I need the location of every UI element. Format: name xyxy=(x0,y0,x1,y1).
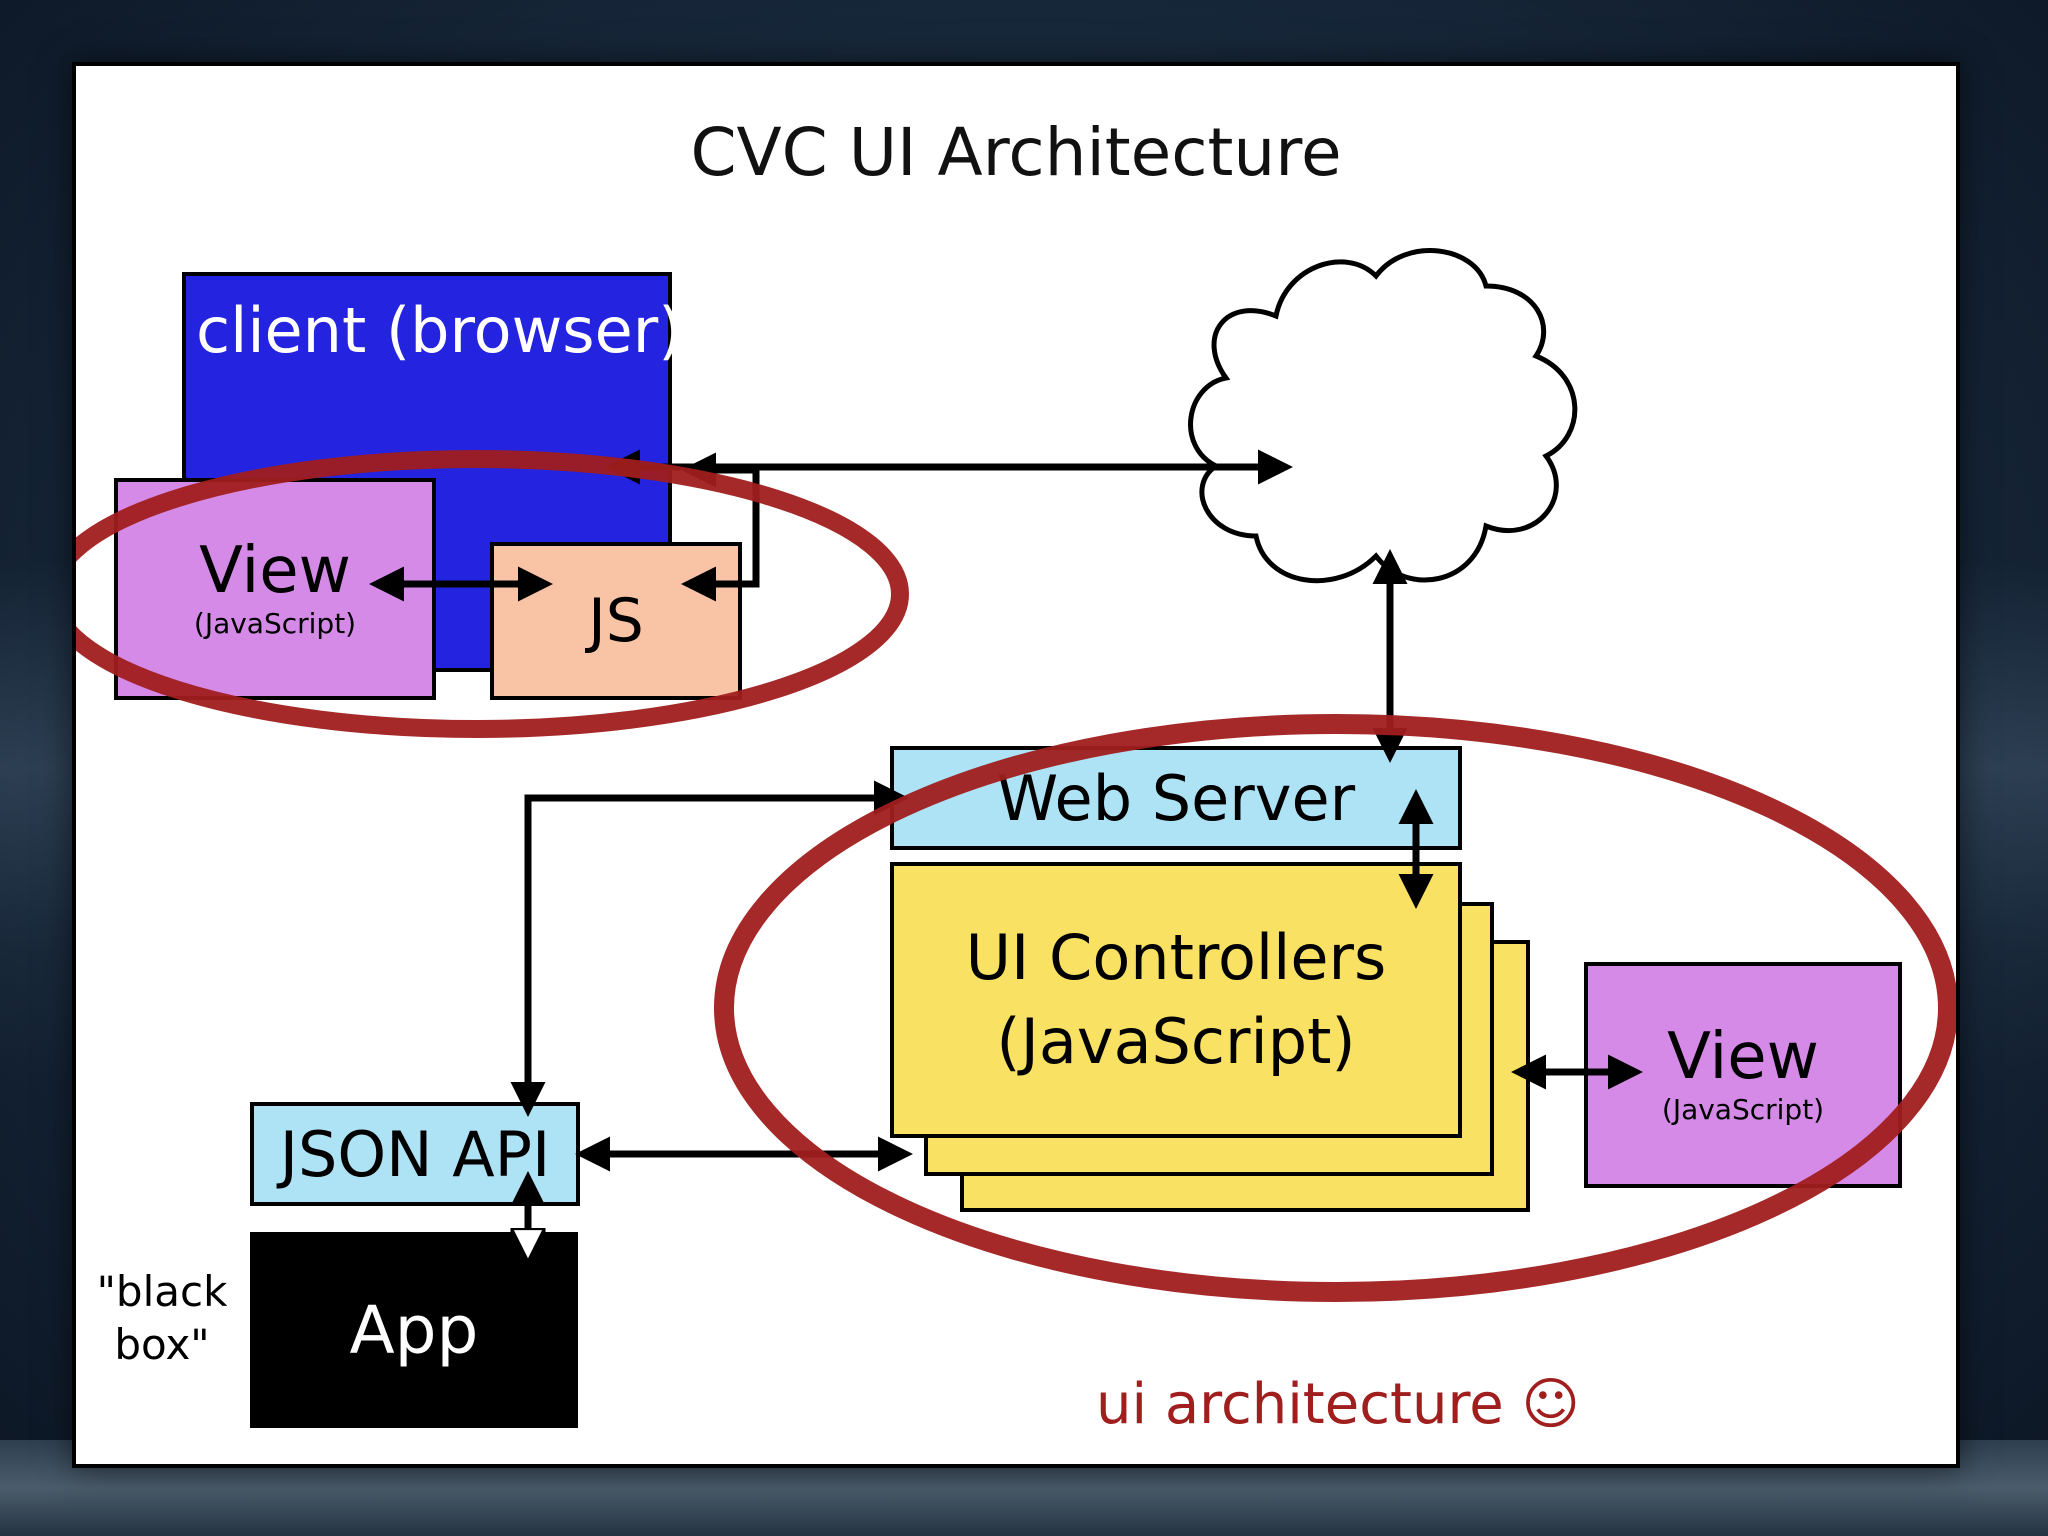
black-box-label: "black box" xyxy=(97,1266,228,1371)
js-to-web-connector xyxy=(681,452,760,602)
caption-ui-architecture: ui architecture ☺ xyxy=(1096,1372,1580,1437)
app-box: App xyxy=(250,1232,578,1428)
diagram-title: CVC UI Architecture xyxy=(690,114,1342,191)
view-left-sub: (JavaScript) xyxy=(193,606,357,640)
ui-controllers-line1: UI Controllers xyxy=(965,921,1387,995)
highlight-ellipse-client xyxy=(76,450,909,738)
js-label: JS xyxy=(588,586,644,656)
highlight-ellipse-server xyxy=(714,714,1956,1302)
black-box-line1: "black xyxy=(96,1267,228,1316)
json-api-label: JSON API xyxy=(279,1117,551,1191)
web-server-label: Web Server xyxy=(996,761,1356,835)
diagram-connectors xyxy=(76,248,1956,1302)
view-left-label: View xyxy=(199,533,351,608)
web-cloud xyxy=(1188,248,1578,584)
webserver-jsonapi-connector xyxy=(510,780,909,1117)
view-right-sub: (JavaScript) xyxy=(1661,1092,1825,1126)
ui-controllers-line2: (JavaScript) xyxy=(996,1005,1356,1078)
view-right-label: View xyxy=(1667,1019,1819,1094)
black-box-line2: box" xyxy=(114,1319,210,1369)
diagram-slide: CVC UI Architecture client (browser) Vie… xyxy=(72,62,1960,1468)
client-browser-label: client (browser) xyxy=(196,294,683,367)
ui-controllers-box: UI Controllers (JavaScript) xyxy=(890,862,1462,1138)
app-label: App xyxy=(349,1291,479,1369)
